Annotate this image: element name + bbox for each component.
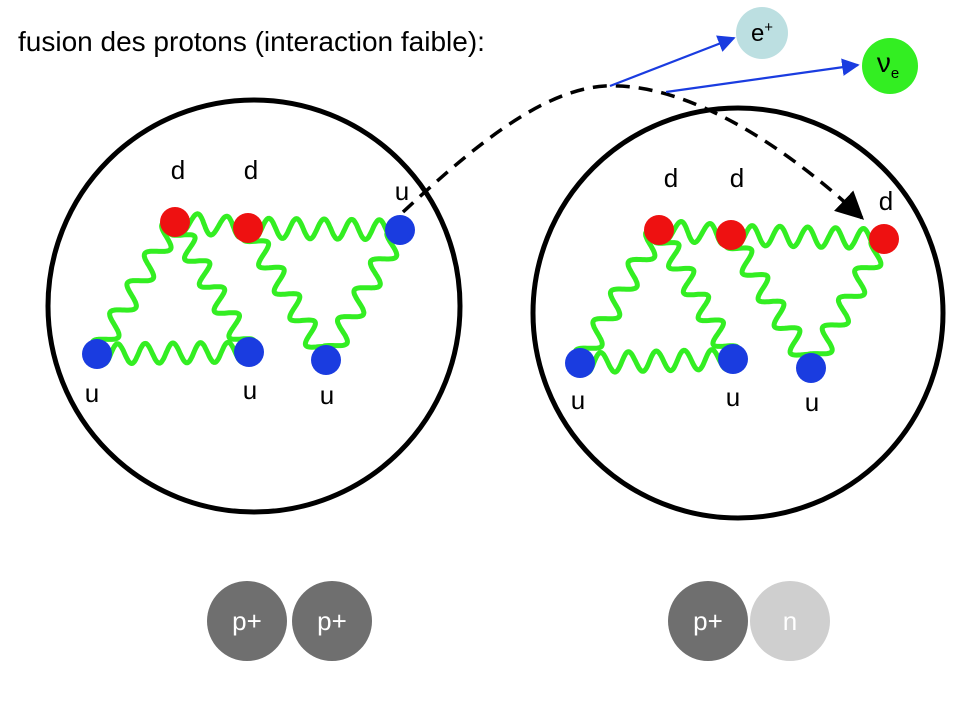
quark-label: u bbox=[320, 380, 334, 410]
gluon-line bbox=[245, 215, 403, 243]
left-quarks bbox=[82, 207, 415, 375]
quark-label: d bbox=[730, 163, 744, 193]
neutron-label: n bbox=[783, 606, 797, 636]
proton-circle bbox=[292, 581, 372, 661]
gluon-line bbox=[89, 219, 176, 356]
positron-emission-arrow bbox=[609, 35, 736, 88]
proton-label: p+ bbox=[317, 606, 347, 636]
neutrino-symbol: ν bbox=[877, 47, 891, 78]
neutrino-circle bbox=[862, 38, 918, 94]
before-nucleon-pair: p+ p+ bbox=[207, 581, 372, 661]
proton-circle bbox=[207, 581, 287, 661]
electron-neutrino: νe bbox=[862, 38, 918, 94]
right-nucleus-boundary bbox=[530, 105, 946, 521]
right-nucleus: d d d u u u bbox=[530, 105, 946, 521]
right-quarks bbox=[565, 215, 899, 383]
positron: e+ bbox=[736, 7, 788, 59]
right-quark-labels: d d d u u u bbox=[571, 163, 893, 417]
quark-label: u bbox=[243, 375, 257, 405]
left-nucleus-boundary bbox=[45, 97, 463, 515]
left-quark-labels: d d u u u u bbox=[85, 155, 409, 410]
neutrino-flavor: e bbox=[891, 65, 899, 82]
gluon-line bbox=[94, 339, 252, 367]
quark-d bbox=[160, 207, 190, 237]
proton-label: p+ bbox=[693, 606, 723, 636]
neutron-circle bbox=[750, 581, 830, 661]
quark-label: u bbox=[85, 378, 99, 408]
gluon-line bbox=[167, 220, 257, 354]
quark-u bbox=[565, 348, 595, 378]
proton-label: p+ bbox=[232, 606, 262, 636]
proton-label-text: p+ bbox=[317, 606, 347, 636]
quark-d bbox=[233, 213, 263, 243]
gluon-line bbox=[572, 227, 660, 365]
neutrino-emission-arrow bbox=[665, 58, 860, 94]
gluon-line bbox=[651, 228, 741, 361]
proton-label-text: p+ bbox=[232, 606, 262, 636]
quark-label: u bbox=[726, 382, 740, 412]
gluon-line bbox=[728, 223, 887, 252]
right-gluon-field bbox=[572, 219, 887, 376]
neutrino-label: νe bbox=[877, 47, 899, 82]
quark-label: d bbox=[171, 155, 185, 185]
quark-label: d bbox=[244, 155, 258, 185]
quark-u bbox=[82, 339, 112, 369]
quark-label: d bbox=[879, 186, 893, 216]
proton-label-text: p+ bbox=[693, 606, 723, 636]
quark-u bbox=[311, 345, 341, 375]
quark-u bbox=[234, 337, 264, 367]
gluon-line bbox=[318, 227, 401, 362]
after-nucleon-pair: p+ n bbox=[668, 581, 830, 661]
gluon-line bbox=[723, 233, 819, 370]
quark-label: d bbox=[664, 163, 678, 193]
positron-charge: + bbox=[764, 19, 773, 36]
gluon-line bbox=[803, 236, 885, 370]
diagram-title: fusion des protons (interaction faible): bbox=[18, 26, 485, 57]
quark-u bbox=[796, 353, 826, 383]
quark-d bbox=[869, 224, 899, 254]
left-nucleus: d d u u u u bbox=[45, 97, 463, 515]
quark-label: u bbox=[805, 387, 819, 417]
quark-u bbox=[718, 344, 748, 374]
quark-d bbox=[716, 220, 746, 250]
neutron-label-text: n bbox=[783, 606, 797, 636]
proton-circle bbox=[668, 581, 748, 661]
w-boson-path bbox=[401, 84, 865, 220]
quark-d bbox=[644, 215, 674, 245]
quark-label: u bbox=[395, 176, 409, 206]
quark-label: u bbox=[571, 385, 585, 415]
positron-symbol: e bbox=[751, 20, 764, 47]
positron-label: e+ bbox=[751, 19, 773, 47]
gluon-line bbox=[577, 347, 736, 376]
gluon-line bbox=[240, 226, 334, 362]
quark-u bbox=[385, 215, 415, 245]
positron-circle bbox=[736, 7, 788, 59]
